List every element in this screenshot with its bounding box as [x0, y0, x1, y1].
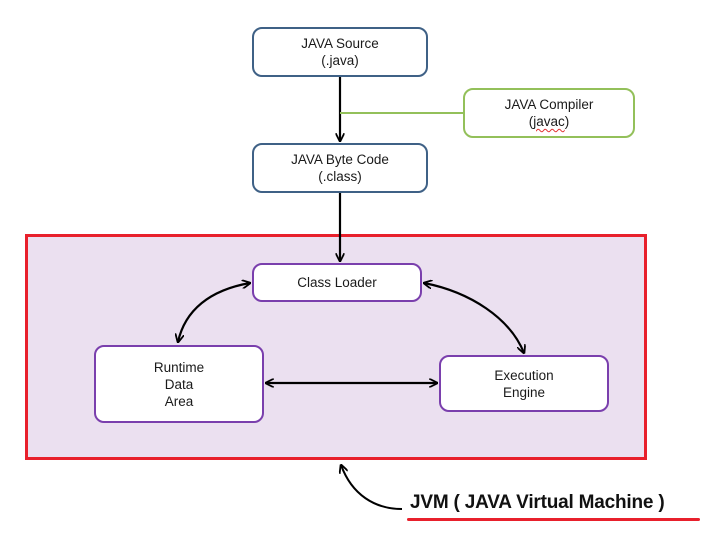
javac-word: javac — [533, 114, 565, 129]
paren-close: ) — [564, 114, 570, 129]
area-line: Area — [164, 393, 194, 409]
java-compiler-node: JAVA Compiler (javac) — [463, 88, 635, 138]
java-compiler-command: (javac) — [529, 113, 570, 130]
java-compiler-title: JAVA Compiler — [504, 97, 594, 112]
byte-code-node: JAVA Byte Code (.class) — [252, 143, 428, 193]
paren-open: ( — [528, 114, 534, 129]
java-source-title: JAVA Source — [301, 36, 379, 51]
byte-code-title: JAVA Byte Code — [291, 152, 389, 167]
jvm-label-underline — [407, 518, 700, 521]
execution-line: Execution — [494, 367, 554, 383]
execution-engine-node: Execution Engine — [439, 355, 609, 412]
byte-code-extension: (.class) — [318, 169, 362, 184]
runtime-line: Runtime — [153, 359, 205, 375]
runtime-data-area-node: Runtime Data Area — [94, 345, 264, 423]
class-loader-title: Class Loader — [297, 275, 377, 290]
jvm-label: JVM ( JAVA Virtual Machine ) — [410, 492, 665, 513]
class-loader-node: Class Loader — [252, 263, 422, 302]
data-line: Data — [164, 376, 194, 392]
java-source-extension: (.java) — [321, 53, 359, 68]
java-source-node: JAVA Source (.java) — [252, 27, 428, 77]
jvm-label-pointer-arrow — [341, 465, 403, 510]
engine-line: Engine — [502, 384, 546, 400]
